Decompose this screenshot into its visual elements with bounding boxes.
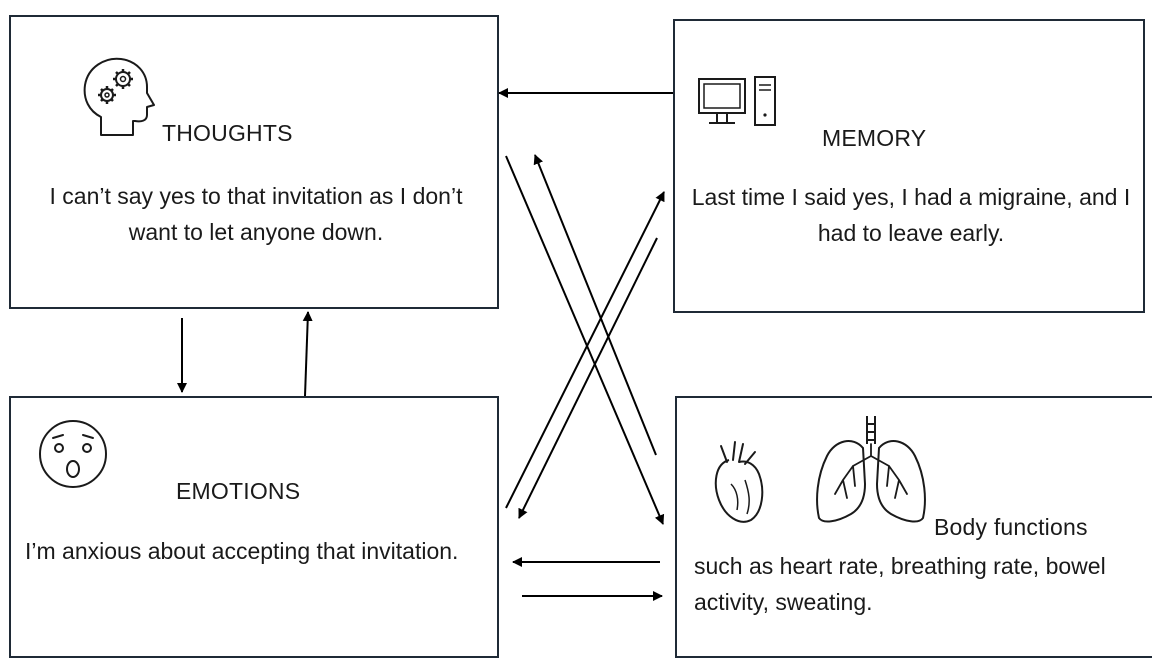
arrow-thoughts-to-body [505, 155, 665, 525]
lungs-icon [816, 416, 926, 523]
body-functions-box: Body functions such as heart rate, breat… [675, 396, 1152, 658]
arrow-emotions-to-memory [505, 191, 665, 509]
body-functions-text: such as heart rate, breathing rate, bowe… [694, 553, 1106, 615]
thoughts-box: THOUGHTS I can’t say yes to that invitat… [9, 15, 499, 309]
shocked-face-icon [39, 420, 107, 488]
head-gears-icon [83, 57, 155, 136]
memory-title: MEMORY [822, 125, 927, 151]
memory-box: MEMORY Last time I said yes, I had a mig… [673, 19, 1145, 313]
arrow-emotions-to-thoughts [302, 311, 313, 397]
thoughts-title: THOUGHTS [162, 120, 293, 146]
emotions-title: EMOTIONS [176, 478, 301, 504]
thoughts-text: I can’t say yes to that invitation as I … [49, 183, 463, 245]
memory-text: Last time I said yes, I had a migraine, … [691, 184, 1131, 246]
emotions-box: EMOTIONS I’m anxious about accepting tha… [9, 396, 499, 658]
body-functions-title: Body functions [934, 514, 1088, 540]
arrow-body-to-thoughts [533, 154, 657, 456]
computer-icon [698, 76, 776, 126]
heart-icon [714, 441, 764, 523]
emotions-text: I’m anxious about accepting that invitat… [25, 538, 459, 564]
arrow-memory-to-emotions [518, 237, 658, 519]
